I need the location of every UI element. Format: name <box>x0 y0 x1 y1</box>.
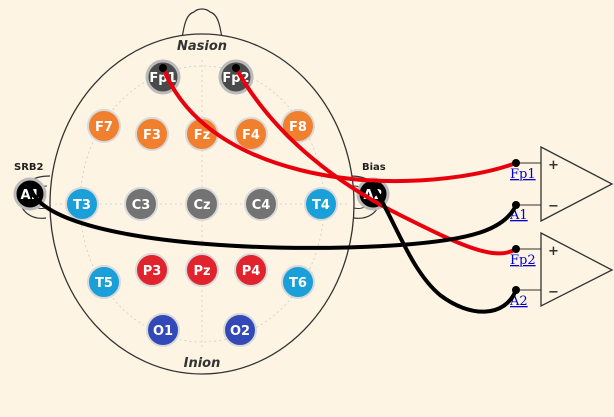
electrode-t4-disc <box>304 187 338 221</box>
electrode-f8-disc <box>281 109 315 143</box>
electrode-fz: Fz <box>185 117 219 151</box>
electrode-t4-label: T4 <box>312 198 330 213</box>
electrode-cz-disc <box>185 187 219 221</box>
electrode-t5-disc <box>87 265 121 299</box>
electrode-o2-disc <box>223 313 257 347</box>
amp1-plus-sign: + <box>548 158 559 173</box>
electrode-f4-disc <box>234 117 268 151</box>
amplifier-1-triangle <box>540 145 614 223</box>
electrode-cz: Cz <box>185 187 219 221</box>
inion-label: Inion <box>184 356 221 371</box>
electrode-pz: Pz <box>185 253 219 287</box>
connector-dot-layer <box>26 64 520 294</box>
wire-a2-to-amp2-minus <box>371 184 518 314</box>
electrode-o1-disc <box>146 313 180 347</box>
wire-a1-to-amp1-minus <box>28 184 518 250</box>
wire-layer <box>28 66 518 314</box>
bias-label: Bias <box>362 162 386 173</box>
electrode-t6-label: T6 <box>289 276 307 291</box>
electrode-c3-disc <box>124 187 158 221</box>
connector-dot-a1 <box>26 182 34 190</box>
electrode-f3: F3 <box>135 117 169 151</box>
nasion-label: Nasion <box>177 39 227 54</box>
electrode-t6-disc <box>281 265 315 299</box>
electrode-c4-disc <box>244 187 278 221</box>
electrode-c3-label: C3 <box>132 198 151 213</box>
electrode-p3: P3 <box>135 253 169 287</box>
amplifier-1: + − Fp1 A1 <box>509 145 614 223</box>
electrode-f7: F7 <box>87 109 121 143</box>
electrode-f3-label: F3 <box>143 128 161 143</box>
nose <box>181 8 223 39</box>
amplifier-2: + − Fp2 A2 <box>509 231 614 309</box>
electrode-t5: T5 <box>87 265 121 299</box>
electrode-f4: F4 <box>234 117 268 151</box>
srb2-label: SRB2 <box>14 162 44 173</box>
electrode-p3-label: P3 <box>143 264 162 279</box>
electrode-f3-disc <box>135 117 169 151</box>
amp2-plus-input-label[interactable]: Fp2 <box>510 253 536 268</box>
connector-dot-amp2-minus <box>512 286 520 294</box>
electrode-c4-label: C4 <box>252 198 271 213</box>
amp2-minus-sign: − <box>548 285 559 300</box>
electrode-c3: C3 <box>124 187 158 221</box>
electrode-fz-label: Fz <box>194 128 210 143</box>
electrode-t3: T3 <box>65 187 99 221</box>
electrode-pz-label: Pz <box>193 264 210 279</box>
amp1-minus-sign: − <box>548 199 559 214</box>
electrode-t4: T4 <box>304 187 338 221</box>
connector-dot-fp2 <box>232 64 240 72</box>
electrode-c4: C4 <box>244 187 278 221</box>
electrode-p4-disc <box>234 253 268 287</box>
electrode-o2-label: O2 <box>230 324 250 339</box>
amplifier-2-triangle <box>540 231 614 308</box>
electrode-f4-label: F4 <box>242 128 260 143</box>
electrode-o2: O2 <box>223 313 257 347</box>
electrode-t6: T6 <box>281 265 315 299</box>
electrode-f7-disc <box>87 109 121 143</box>
wire-fp1-to-amp1-plus <box>161 66 518 184</box>
electrode-pz-disc <box>185 253 219 287</box>
electrode-f8-label: F8 <box>289 120 307 135</box>
electrode-f7-label: F7 <box>95 120 113 135</box>
connector-dot-amp2-plus <box>512 245 520 253</box>
amp2-plus-sign: + <box>548 244 559 259</box>
electrode-o1-label: O1 <box>153 324 173 339</box>
electrode-t3-label: T3 <box>73 198 91 213</box>
electrode-p4-label: P4 <box>242 264 261 279</box>
electrode-p3-disc <box>135 253 169 287</box>
electrode-o1: O1 <box>146 313 180 347</box>
electrode-p4: P4 <box>234 253 268 287</box>
electrode-f8: F8 <box>281 109 315 143</box>
electrode-t5-label: T5 <box>95 276 113 291</box>
connector-dot-a2 <box>369 182 377 190</box>
electrode-t3-disc <box>65 187 99 221</box>
electrode-cz-label: Cz <box>193 198 210 213</box>
amp1-plus-input-label[interactable]: Fp1 <box>510 167 536 182</box>
connector-dot-amp1-minus <box>512 201 520 209</box>
connector-dot-amp1-plus <box>512 159 520 167</box>
connector-dot-fp1 <box>159 64 167 72</box>
